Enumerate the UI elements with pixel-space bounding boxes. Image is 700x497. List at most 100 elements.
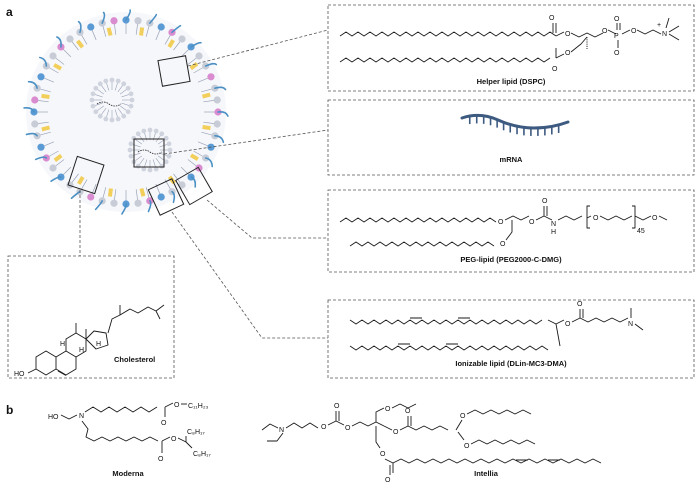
intellia-label: Intellia	[474, 469, 499, 478]
micelle-head	[115, 78, 121, 84]
micelle-head	[141, 166, 147, 172]
dspc-panel: O O O P O O O N + O O Helper lipid (DSPC…	[327, 4, 695, 92]
peg-chain	[25, 132, 38, 137]
micelle-head	[135, 131, 141, 137]
lipid-head	[207, 73, 215, 81]
lipid-head	[110, 199, 118, 207]
intellia-carbonate-oxo: O	[334, 403, 340, 410]
micelle-head	[128, 91, 134, 97]
lipid-head	[195, 52, 203, 60]
peg-panel: O O O N H O 45 O O PEG-lipid (PEG2000-C-…	[327, 189, 695, 273]
lipid-head	[87, 23, 95, 31]
cholesterol-unit	[167, 39, 175, 49]
peg-repeat-o: O	[593, 215, 599, 222]
micelle-head	[159, 163, 165, 169]
intellia-structure: N O O O O O O O O O O Intellia	[261, 403, 602, 484]
leader-lines	[79, 29, 329, 339]
micelle-head	[103, 116, 109, 122]
micelle-head	[125, 109, 131, 115]
intellia-acetal-o-2: O	[464, 443, 470, 450]
mrna-strand-icon	[460, 113, 570, 136]
micelle-head	[163, 135, 169, 141]
peg-chain	[149, 13, 158, 24]
micelle-head	[97, 113, 103, 119]
peg-chain	[121, 203, 127, 215]
micelle-head	[109, 117, 115, 123]
peg-chain	[94, 200, 103, 211]
moderna-carbonyl-o-1: O	[161, 420, 167, 427]
dspc-p-oxo: O	[614, 16, 620, 23]
dspc-carbonyl-o-2: O	[552, 66, 558, 73]
cholesterol-unit	[106, 27, 113, 37]
micelle-head	[135, 163, 141, 169]
peg-chain	[214, 135, 225, 144]
peg-chain	[77, 20, 82, 34]
highlight-cholesterol	[67, 155, 105, 195]
dspc-p-oxide: O	[614, 50, 620, 57]
micelle-head	[147, 167, 153, 173]
cholesterol-panel: HO H H H Cholesterol	[7, 255, 175, 379]
peg-chain	[190, 176, 197, 188]
dspc-ester-o-2: O	[565, 50, 571, 57]
highlight-dspc	[157, 55, 191, 87]
ionizable-panel: O O N Ionizable lipid (DLin-MC3-DMA)	[327, 299, 695, 379]
cholesterol-unit	[139, 27, 145, 36]
intellia-amine-n: N	[279, 427, 284, 434]
peg-chain	[214, 86, 227, 91]
lipid-head	[49, 164, 57, 172]
moderna-c8h17-2: C₈H₁₇	[193, 451, 211, 458]
cholesterol-unit	[53, 153, 63, 162]
lipid-head	[66, 181, 74, 189]
micelle-head	[90, 91, 96, 97]
intellia-carbonyl-o-3: O	[385, 477, 391, 484]
inner-mrna-strands	[96, 101, 163, 155]
cholesterol-unit	[77, 175, 85, 185]
lipid-head	[213, 96, 221, 104]
micelle-head	[128, 141, 134, 147]
peg-chain	[23, 106, 35, 113]
micelle-head	[97, 81, 103, 87]
lipid-head	[157, 193, 165, 201]
intellia-acetal-o-1: O	[460, 413, 466, 420]
cholesterol-unit	[189, 62, 199, 71]
moderna-structure: HO N O O C₁₁H₂₃ O O C₈H₁₇ C₈H₁₇ Moderna	[48, 402, 211, 478]
cholesterol-unit	[76, 39, 85, 49]
moderna-label: Moderna	[112, 469, 144, 478]
lipid-head	[213, 120, 221, 128]
lipid-head	[178, 35, 186, 43]
moderna-carbonyl-o-2: O	[158, 456, 164, 463]
micelle-head	[159, 131, 165, 137]
lipid-head	[37, 143, 45, 151]
cholesterol-h-1: H	[60, 341, 65, 348]
mrna-panel: mRNA	[327, 99, 695, 176]
peg-label: PEG-lipid (PEG2000-C-DMG)	[460, 255, 562, 264]
peg-repeat-count: 45	[637, 228, 645, 235]
lipid-head	[157, 23, 165, 31]
micelle-head	[115, 116, 121, 122]
moderna-amine-n: N	[79, 413, 84, 420]
peg-chain	[190, 41, 202, 48]
moderna-c8h17-1: C₈H₁₇	[187, 429, 205, 436]
micelle-head	[166, 153, 172, 159]
intellia-ester-o-1: O	[385, 406, 391, 413]
micelle-head	[127, 147, 133, 153]
moderna-hydroxyl: HO	[48, 414, 59, 421]
micelle-head	[125, 85, 131, 91]
moderna-c11h23: C₁₁H₂₃	[188, 403, 209, 410]
dspc-phosphorus: P	[614, 33, 619, 40]
peg-chain	[27, 80, 38, 89]
dspc-label: Helper lipid (DSPC)	[477, 77, 546, 86]
micelle-head	[166, 141, 172, 147]
cholesterol-h-3: H	[96, 341, 101, 348]
panel-b-label: b	[6, 403, 13, 417]
moderna-ester-o-2: O	[171, 436, 177, 443]
micelle-head	[153, 128, 159, 134]
highlight-mrna	[133, 138, 165, 168]
micelle-head	[163, 159, 169, 165]
micelle-head	[129, 97, 135, 103]
peg-chain	[56, 36, 62, 48]
lipid-head	[134, 17, 142, 25]
micelle-head	[103, 78, 109, 84]
panel-a-label: a	[6, 5, 13, 19]
peg-amide-h: H	[551, 229, 556, 236]
